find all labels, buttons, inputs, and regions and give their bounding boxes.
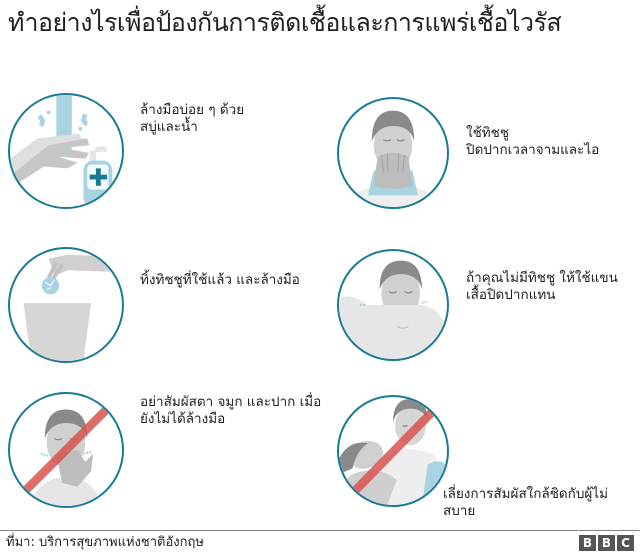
tissue-bin-icon	[8, 247, 124, 363]
avoid-contact-icon	[337, 395, 449, 507]
tip-avoid-contact-caption: เลี่ยงการสัมผัสใกล้ชิดกับผู้ไม่ สบาย	[443, 486, 608, 519]
page-title: ทำอย่างไรเพื่อป้องกันการติดเชื้อและการแพ…	[8, 8, 562, 37]
bbc-logo-letter: B	[579, 535, 596, 551]
tissue-sneeze-icon	[337, 97, 449, 209]
no-touch-face-icon	[8, 392, 124, 508]
tip-bin-tissue-caption: ทิ้งทิชชูที่ใช้แล้ว และล้างมือ	[140, 272, 300, 288]
tip-wash-hands-caption: ล้างมือบ่อย ๆ ด้วย สบู่และน้ำ	[140, 102, 245, 135]
bbc-logo: B B C	[579, 535, 634, 551]
elbow-cough-icon	[337, 249, 449, 361]
tip-no-touch-face-caption: อย่าสัมผัสตา จมูก และปาก เมื่อ ยังไม่ได้…	[140, 394, 322, 427]
tip-elbow-cover-caption: ถ้าคุณไม่มีทิชชู ให้ใช้แขน เสื้อปิดปากแท…	[466, 270, 618, 303]
bbc-logo-letter: C	[617, 535, 634, 551]
bbc-logo-letter: B	[598, 535, 615, 551]
tip-tissue-cover-caption: ใช้ทิชชู ปิดปากเวลาจามและไอ	[466, 125, 600, 158]
footer-divider	[0, 530, 640, 531]
source-credit: ที่มา: บริการสุขภาพแห่งชาติอังกฤษ	[6, 535, 204, 550]
handwashing-icon	[8, 93, 124, 209]
